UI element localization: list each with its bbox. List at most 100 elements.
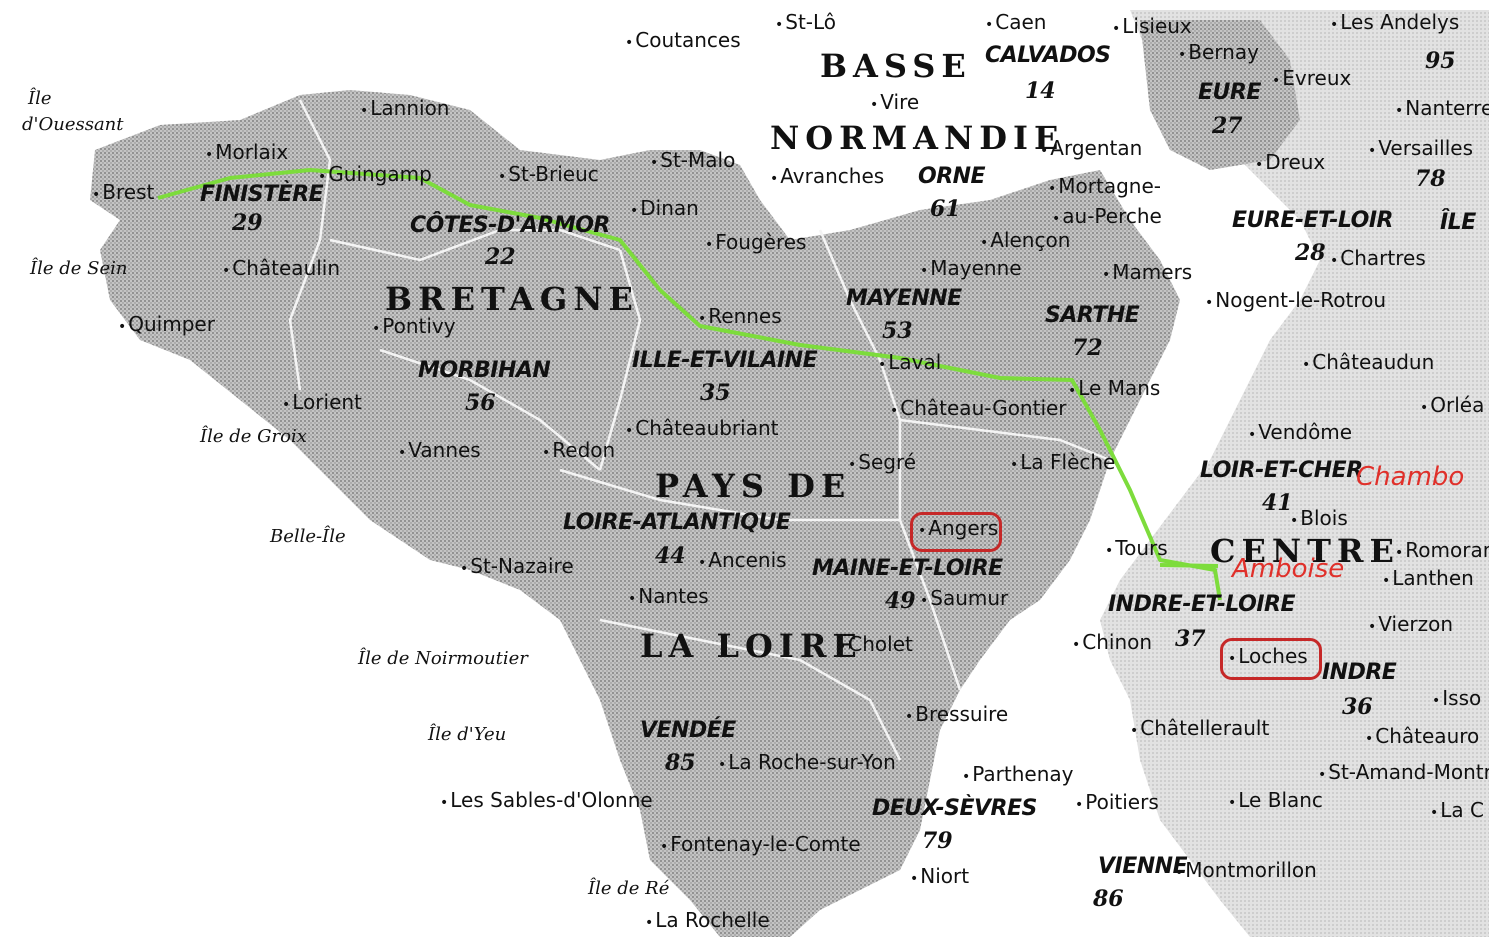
dept-orne: ORNE bbox=[918, 164, 986, 189]
city-chateaudun: Châteaudun bbox=[1302, 352, 1434, 372]
dept-num-79: 79 bbox=[922, 828, 953, 854]
dept-num-44: 44 bbox=[655, 543, 686, 569]
city-vannes: Vannes bbox=[398, 440, 480, 460]
city-quimper: Quimper bbox=[118, 314, 215, 334]
city-st-amand-montrond: St-Amand-Montr bbox=[1318, 762, 1489, 782]
city-argentan: Argentan bbox=[1040, 138, 1142, 158]
dept-finistere: FINISTÈRE bbox=[200, 182, 324, 207]
city-mamers: Mamers bbox=[1102, 262, 1192, 282]
region-label-basse: BASSE bbox=[820, 47, 972, 85]
dept-num-56: 56 bbox=[465, 390, 496, 416]
island-ile: Île bbox=[28, 88, 52, 109]
city-fontenay-le-comte: Fontenay-le-Comte bbox=[660, 834, 860, 854]
dept-loir-et-cher: LOIR-ET-CHER bbox=[1200, 458, 1363, 483]
city-chatellerault: Châtellerault bbox=[1130, 718, 1269, 738]
city-st-brieuc: St-Brieuc bbox=[498, 164, 599, 184]
region-label-pays-de: PAYS DE bbox=[655, 467, 852, 505]
dept-num-49: 49 bbox=[885, 588, 916, 614]
landmass-west bbox=[90, 90, 1180, 937]
highlight-circle-angers bbox=[910, 512, 1002, 552]
dept-indre-et-loire: INDRE-ET-LOIRE bbox=[1108, 592, 1295, 617]
dept-num-85: 85 bbox=[665, 750, 696, 776]
city-vierzon: Vierzon bbox=[1368, 614, 1453, 634]
dept-calvados: CALVADOS bbox=[985, 43, 1111, 68]
city-lorient: Lorient bbox=[282, 392, 362, 412]
dept-num-35: 35 bbox=[700, 380, 731, 406]
dept-num-41: 41 bbox=[1262, 490, 1293, 516]
dept-ille-et-vilaine: ILLE-ET-VILAINE bbox=[632, 348, 818, 373]
city-chateaubriant: Châteaubriant bbox=[625, 418, 778, 438]
city-la-roche-sur-yon: La Roche-sur-Yon bbox=[718, 752, 896, 772]
city-chinon: Chinon bbox=[1072, 632, 1152, 652]
city-vire: Vire bbox=[870, 92, 919, 112]
dept-num-14: 14 bbox=[1025, 78, 1056, 104]
city-avranches: Avranches bbox=[770, 166, 884, 186]
city-nanterre: Nanterre bbox=[1395, 98, 1489, 118]
dept-num-72: 72 bbox=[1072, 335, 1103, 361]
dept-num-53: 53 bbox=[882, 318, 913, 344]
region-label-bretagne: BRETAGNE bbox=[385, 280, 639, 318]
city-dreux: Dreux bbox=[1255, 152, 1325, 172]
city-fougeres: Fougères bbox=[705, 232, 806, 252]
city-chateauroux: Châteauro bbox=[1365, 726, 1479, 746]
city-orleans: Orléa bbox=[1420, 395, 1484, 415]
dept-eure: EURE bbox=[1198, 80, 1261, 105]
city-saumur: Saumur bbox=[920, 588, 1008, 608]
dept-indre: INDRE bbox=[1322, 660, 1397, 685]
dept-mayenne: MAYENNE bbox=[846, 286, 962, 311]
dept-morbihan: MORBIHAN bbox=[418, 358, 551, 383]
city-montmorillon: Montmorillon bbox=[1175, 860, 1317, 880]
city-st-nazaire: St-Nazaire bbox=[460, 556, 573, 576]
island-sein: Île de Sein bbox=[30, 258, 128, 279]
city-lannion: Lannion bbox=[360, 98, 449, 118]
city-le-blanc: Le Blanc bbox=[1228, 790, 1323, 810]
city-st-malo: St-Malo bbox=[650, 150, 735, 170]
dept-num-61: 61 bbox=[930, 196, 961, 222]
city-romorantin: Romoran bbox=[1395, 540, 1489, 560]
city-mortagne: Mortagne- bbox=[1048, 176, 1161, 196]
city-nogent-le-rotrou: Nogent-le-Rotrou bbox=[1205, 290, 1386, 310]
route-branch-amboise bbox=[1159, 563, 1219, 568]
region-label-la-loire: LA LOIRE bbox=[640, 627, 863, 665]
city-lisieux: Lisieux bbox=[1112, 16, 1192, 36]
island-groix: Île de Groix bbox=[200, 426, 307, 447]
city-parthenay: Parthenay bbox=[962, 764, 1073, 784]
city-redon: Redon bbox=[542, 440, 615, 460]
city-au-perche: au-Perche bbox=[1052, 206, 1162, 226]
dept-eure-et-loir: EURE-ET-LOIR bbox=[1232, 208, 1394, 233]
city-ancenis: Ancenis bbox=[698, 550, 786, 570]
city-issoudun: Isso bbox=[1432, 688, 1481, 708]
city-la-chatre: La C bbox=[1430, 800, 1484, 820]
city-les-sables-dolonne: Les Sables-d'Olonne bbox=[440, 790, 652, 810]
city-blois: Blois bbox=[1290, 508, 1348, 528]
city-guingamp: Guingamp bbox=[318, 164, 432, 184]
city-angers: Angers bbox=[918, 518, 998, 538]
dept-num-37: 37 bbox=[1175, 626, 1206, 652]
dept-deux-sevres: DEUX-SÈVRES bbox=[872, 796, 1037, 821]
city-bressuire: Bressuire bbox=[905, 704, 1008, 724]
city-vendome: Vendôme bbox=[1248, 422, 1352, 442]
city-pontivy: Pontivy bbox=[372, 316, 455, 336]
city-les-andelys: Les Andelys bbox=[1330, 12, 1459, 32]
dept-vienne: VIENNE bbox=[1098, 854, 1188, 879]
city-mayenne: Mayenne bbox=[920, 258, 1021, 278]
city-tours: Tours bbox=[1105, 538, 1167, 558]
dept-cotes-darmor: CÔTES-D'ARMOR bbox=[410, 213, 610, 238]
city-le-mans: Le Mans bbox=[1068, 378, 1160, 398]
city-laval: Laval bbox=[878, 352, 941, 372]
dept-num-22: 22 bbox=[485, 244, 516, 270]
city-la-fleche: La Flèche bbox=[1010, 452, 1115, 472]
dept-num-78: 78 bbox=[1415, 166, 1446, 192]
dept-sarthe: SARTHE bbox=[1045, 303, 1140, 328]
city-chateaulin: Châteaulin bbox=[222, 258, 340, 278]
island-belle-ile: Belle-Île bbox=[270, 526, 346, 547]
dept-maine-et-loire: MAINE-ET-LOIRE bbox=[812, 556, 1003, 581]
city-dinan: Dinan bbox=[630, 198, 699, 218]
city-bernay: Bernay bbox=[1178, 42, 1259, 62]
city-brest: Brest bbox=[92, 182, 154, 202]
city-segre: Segré bbox=[848, 452, 916, 472]
city-st-lo: St-Lô bbox=[775, 12, 836, 32]
city-morlaix: Morlaix bbox=[205, 142, 288, 162]
dept-num-28: 28 bbox=[1295, 240, 1326, 266]
